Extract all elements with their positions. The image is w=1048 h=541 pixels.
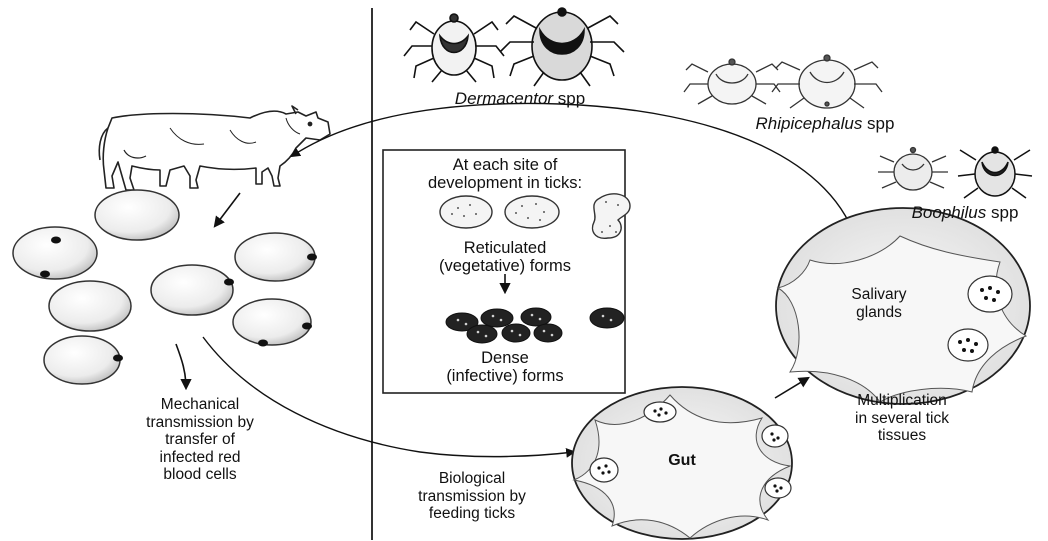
biological-line: Biological	[392, 470, 552, 488]
rhipicephalus-tick-icon	[772, 55, 882, 108]
multiplication-line: tissues	[822, 427, 982, 445]
mechanical-line: Mechanical	[100, 396, 300, 414]
dense-line: Dense	[389, 349, 621, 367]
cow-to-cells-arrow	[215, 193, 240, 226]
boophilus-tick-icon	[958, 147, 1032, 198]
biological-line: transmission by	[392, 488, 552, 506]
reticulated-line: (vegetative) forms	[389, 257, 621, 275]
biological-line: feeding ticks	[392, 505, 552, 523]
rbc-infected	[233, 299, 312, 347]
gut-to-salivary-arrow	[775, 378, 808, 398]
rhipicephalus-label: Rhipicephalus spp	[715, 115, 935, 133]
dermacentor-tick-icon	[404, 14, 504, 82]
reticulated-line: Reticulated	[389, 239, 621, 257]
multiplication-line: Multiplication	[822, 392, 982, 410]
cow-illustration	[99, 106, 330, 190]
rhipicephalus-genus: Rhipicephalus	[756, 114, 863, 133]
rhipicephalus-suffix: spp	[862, 114, 894, 133]
box-title: At each site of development in ticks:	[389, 156, 621, 193]
mechanical-line: transmission by	[100, 414, 300, 432]
dermacentor-genus: Dermacentor	[455, 89, 553, 108]
gut-label: Gut	[652, 452, 712, 469]
boophilus-suffix: spp	[986, 203, 1018, 222]
mechanical-line: infected red	[100, 449, 300, 467]
dermacentor-tick-icon	[500, 8, 624, 86]
boophilus-tick-icon	[878, 148, 948, 191]
mechanical-line: transfer of	[100, 431, 300, 449]
rbc-infected	[151, 265, 234, 315]
box-title-line: At each site of	[389, 156, 621, 174]
rbc-uninfected	[49, 281, 131, 331]
rbc-uninfected	[95, 190, 179, 240]
box-title-line: development in ticks:	[389, 174, 621, 192]
multiplication-label: Multiplication in several tick tissues	[822, 392, 982, 445]
rbc-infected	[235, 233, 317, 281]
dermacentor-label: Dermacentor spp	[420, 90, 620, 108]
salivary-line: Salivary	[824, 286, 934, 304]
boophilus-label: Boophilus spp	[880, 204, 1048, 222]
salivary-line: glands	[824, 304, 934, 322]
rbc-infected	[13, 227, 97, 279]
salivary-glands-label: Salivary glands	[824, 286, 934, 321]
reticulated-label: Reticulated (vegetative) forms	[389, 239, 621, 276]
rbc-infected	[44, 336, 123, 384]
mechanical-line: blood cells	[100, 466, 300, 484]
dense-line: (infective) forms	[389, 367, 621, 385]
dense-label: Dense (infective) forms	[389, 349, 621, 386]
boophilus-genus: Boophilus	[912, 203, 987, 222]
biological-transmission-label: Biological transmission by feeding ticks	[392, 470, 552, 523]
mechanical-arrow	[176, 344, 186, 388]
multiplication-line: in several tick	[822, 410, 982, 428]
rhipicephalus-tick-icon	[684, 59, 780, 104]
dermacentor-suffix: spp	[553, 89, 585, 108]
mechanical-transmission-label: Mechanical transmission by transfer of i…	[100, 396, 300, 484]
red-blood-cells	[13, 190, 317, 384]
